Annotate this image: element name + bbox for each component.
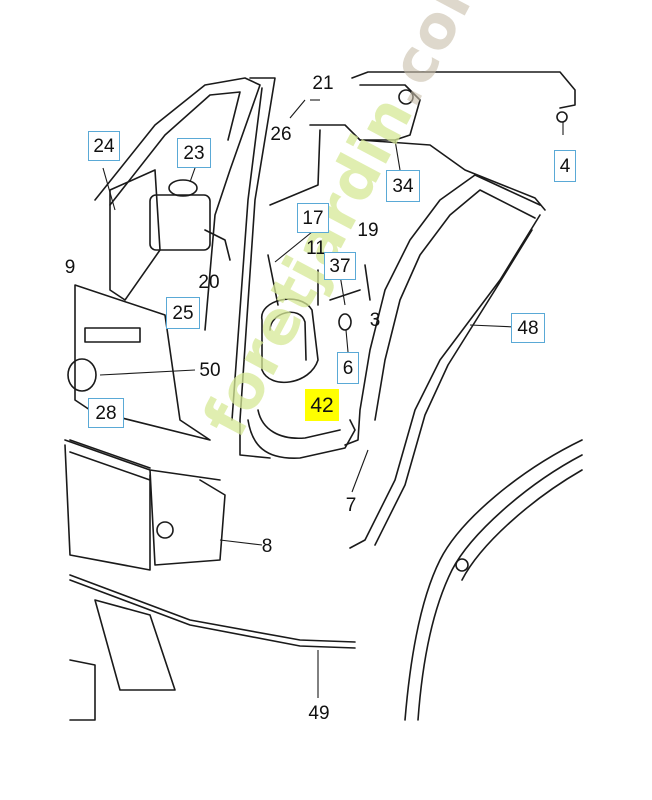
roof-bracket: [359, 84, 421, 141]
panel-slot: [84, 327, 141, 343]
callout-37[interactable]: 37: [324, 252, 356, 280]
lamp-6-inner: [269, 311, 307, 361]
callout-42[interactable]: 42: [305, 389, 339, 421]
box-8-knob: [156, 521, 174, 539]
cab-frame-outline: [94, 77, 261, 331]
callout-24[interactable]: 24: [88, 131, 120, 161]
engine-pipe: [204, 229, 231, 261]
rod-34-b: [269, 129, 321, 206]
washer-37: [329, 289, 361, 301]
roof-knob: [398, 89, 414, 105]
cable-49: [69, 574, 356, 643]
arch-right: [404, 439, 583, 721]
callout-23[interactable]: 23: [177, 138, 211, 168]
callout-9[interactable]: 9: [64, 256, 76, 278]
callout-49[interactable]: 49: [308, 702, 330, 724]
cable-49-b: [69, 579, 356, 649]
pillar-42-b: [257, 409, 341, 440]
engine-block: [149, 194, 211, 251]
callout-25[interactable]: 25: [166, 297, 200, 329]
callout-28[interactable]: 28: [88, 398, 124, 428]
frame-48-outer: [344, 174, 541, 446]
panel-25: [74, 284, 211, 441]
callout-21[interactable]: 21: [312, 72, 334, 94]
callout-4[interactable]: 4: [554, 150, 576, 182]
lamp-6: [261, 298, 319, 384]
screw-17: [267, 254, 279, 306]
callout-17[interactable]: 17: [297, 203, 329, 233]
callout-3[interactable]: 3: [369, 309, 381, 331]
callout-26[interactable]: 26: [270, 123, 292, 145]
screw-19: [364, 264, 371, 301]
leader-lines: [99, 99, 564, 698]
callout-20[interactable]: 20: [198, 271, 220, 293]
callout-8[interactable]: 8: [261, 535, 273, 557]
callout-50[interactable]: 50: [199, 359, 221, 381]
grille-bottom: [69, 659, 96, 721]
lamp-28: [67, 358, 97, 392]
cab-frame-inner: [109, 91, 241, 206]
plate-bottom: [94, 599, 176, 691]
box-8: [149, 469, 226, 566]
callout-6[interactable]: 6: [337, 352, 359, 384]
arch-bolt: [455, 558, 469, 572]
callout-7[interactable]: 7: [345, 494, 357, 516]
frame-48-lower-b: [374, 229, 533, 546]
nut-6: [338, 313, 352, 331]
cab-pillar-left: [239, 77, 276, 459]
engine-cap: [168, 179, 198, 197]
rod-34: [309, 124, 546, 211]
frame-48-inner: [374, 189, 536, 421]
bolt-4: [556, 111, 568, 123]
callout-34[interactable]: 34: [386, 170, 420, 202]
arch-right-b: [417, 454, 583, 721]
box-8-side: [64, 444, 151, 571]
callout-48[interactable]: 48: [511, 313, 545, 343]
callout-19[interactable]: 19: [357, 219, 379, 241]
bracket-24: [109, 169, 161, 301]
pillar-42: [247, 419, 356, 459]
frame-48-lower: [349, 214, 541, 549]
arch-right-c: [461, 469, 583, 581]
cab-pillar-inner: [231, 87, 263, 421]
callout-11[interactable]: 11: [306, 237, 326, 259]
roof-panel: [351, 71, 576, 109]
box-8-grille: [69, 439, 151, 481]
